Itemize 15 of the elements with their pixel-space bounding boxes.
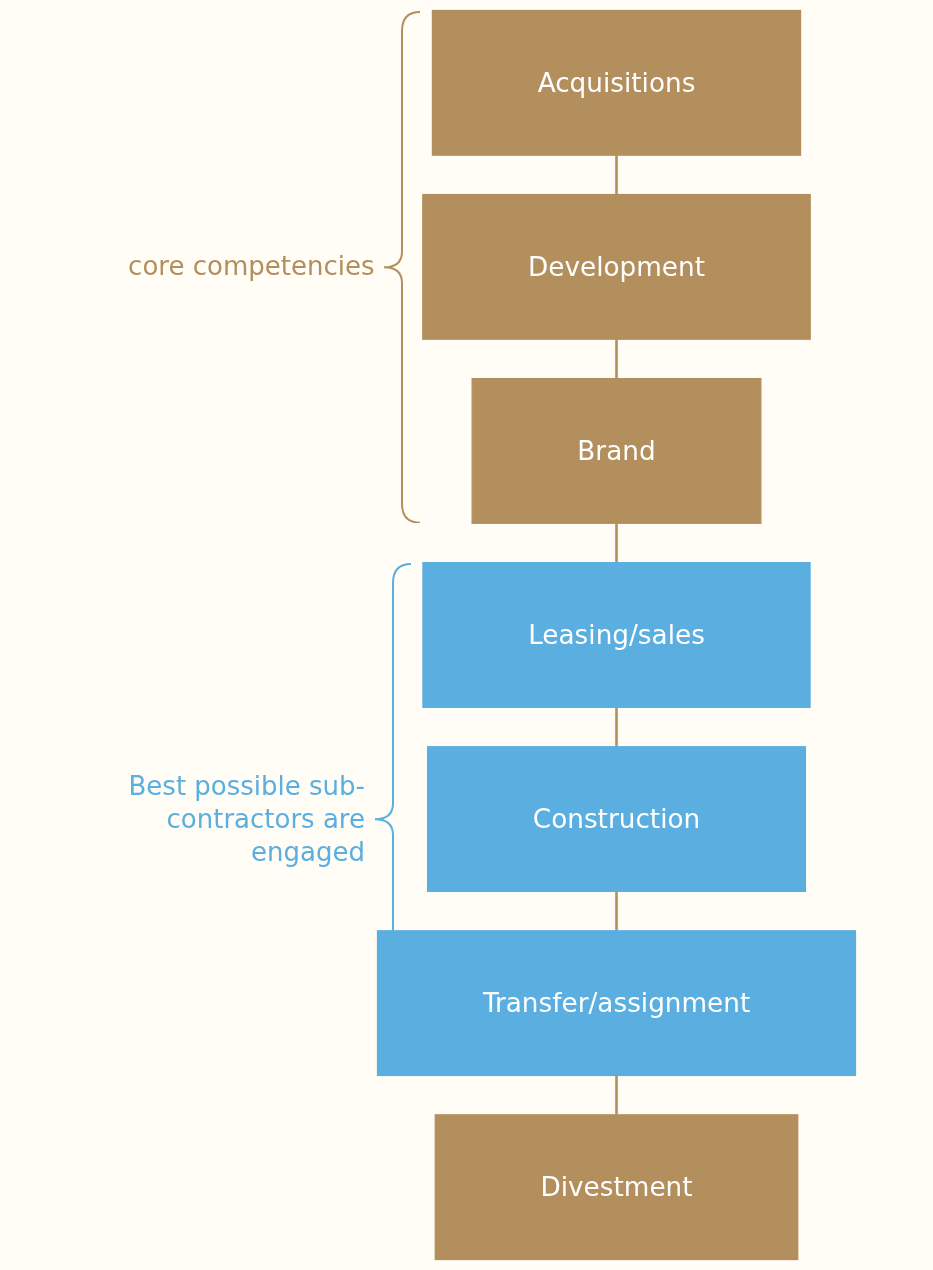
bracket-note: core competencies (127, 250, 375, 284)
node-box: Transfer/assignment (376, 930, 857, 1077)
node-box: Leasing/sales (422, 562, 811, 708)
node-box: Development (422, 193, 811, 340)
bracket-note: Best possible sub-contractors are engaged (127, 769, 365, 869)
connector (615, 891, 618, 931)
connector (615, 339, 618, 379)
node-box: Divestment (434, 1114, 799, 1261)
node-box: Brand (471, 377, 762, 524)
connector (615, 155, 618, 195)
node-box: Acquisitions (431, 9, 802, 156)
connector (615, 707, 618, 747)
node-box: Construction (426, 746, 807, 893)
connector (615, 523, 618, 563)
connector (615, 1075, 618, 1115)
